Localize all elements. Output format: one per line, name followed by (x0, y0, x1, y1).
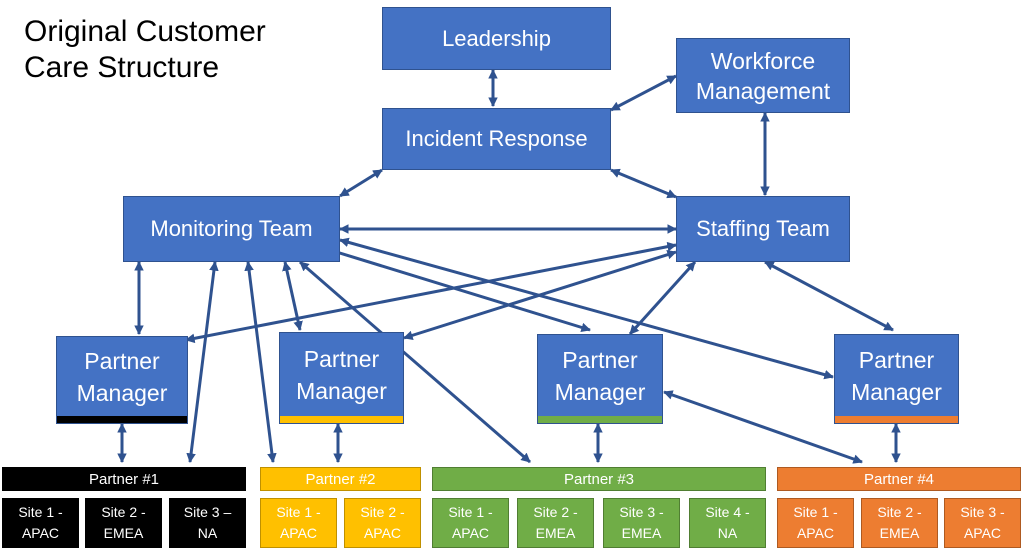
incident-response-box: Incident Response (382, 108, 611, 170)
arrow-monitoring-pm2 (282, 261, 303, 331)
site-line-1: Site 2 - (101, 504, 146, 520)
partner-3-site-2: Site 2 - EMEA (517, 498, 594, 548)
site-line-1: Site 3 – (183, 504, 232, 520)
site-line-2: EMEA (103, 525, 144, 541)
arrow-incident-monitoring (339, 168, 383, 198)
pm-1-line-1: Partner (84, 348, 160, 374)
partner-2-site-1: Site 1 - APAC (260, 498, 337, 548)
partner-2-bar: Partner #2 (260, 467, 421, 491)
partner-manager-4: Partner Manager (834, 334, 959, 424)
arrow-incident-workforce (610, 74, 677, 112)
site-line-2: APAC (451, 525, 490, 541)
site-line-1: Site 4 - (705, 504, 750, 520)
pm-2-color-stripe (280, 416, 403, 423)
site-line-2: APAC (963, 525, 1002, 541)
staffing-team-box: Staffing Team (676, 196, 850, 262)
partner-3-bar: Partner #3 (432, 467, 766, 491)
partner-4-bar: Partner #4 (777, 467, 1021, 491)
arrow-monitoring-site3-p1 (186, 261, 219, 463)
arrow-pm3-partner4 (663, 390, 863, 464)
site-line-2: NA (197, 525, 218, 541)
partner-1-site-3: Site 3 – NA (169, 498, 246, 548)
partner-1-site-2: Site 2 - EMEA (85, 498, 162, 548)
site-line-1: Site 3 - (960, 504, 1005, 520)
partner-4-site-3: Site 3 - APAC (944, 498, 1021, 548)
arrow-staffing-pm4 (764, 260, 894, 332)
diagram-title: Original Customer Care Structure (24, 14, 266, 86)
partner-4-site-2: Site 2 - EMEA (861, 498, 938, 548)
site-line-1: Site 2 - (877, 504, 922, 520)
site-line-2: APAC (279, 525, 318, 541)
partner-3-site-3: Site 3 - EMEA (603, 498, 680, 548)
partner-1-site-1: Site 1 - APAC (2, 498, 79, 548)
pm-3-line-2: Manager (554, 379, 646, 405)
pm-4-line-2: Manager (851, 379, 942, 405)
partner-manager-2: Partner Manager (279, 332, 404, 424)
monitoring-label: Monitoring Team (150, 216, 313, 241)
site-line-2: EMEA (621, 525, 662, 541)
site-line-2: APAC (796, 525, 835, 541)
workforce-label-line-2: Management (695, 77, 831, 104)
partner-1-label: Partner #1 (88, 470, 160, 488)
title-line-1: Original Customer (24, 15, 266, 48)
partner-2-label: Partner #2 (305, 470, 376, 488)
partner-4-label: Partner #4 (863, 470, 935, 488)
arrow-monitoring-partner2 (244, 261, 277, 463)
partner-3-site-4: Site 4 - NA (689, 498, 766, 548)
site-line-2: APAC (363, 525, 402, 541)
pm-4-color-stripe (835, 416, 958, 423)
partner-3-site-1: Site 1 - APAC (432, 498, 509, 548)
workforce-label-line-1: Workforce (710, 47, 816, 74)
pm-1-color-stripe (57, 416, 187, 423)
pm-3-color-stripe (538, 416, 662, 423)
partner-1-bar: Partner #1 (2, 467, 246, 491)
leadership-box: Leadership (382, 7, 611, 70)
pm-3-line-1: Partner (562, 347, 638, 373)
site-line-2: NA (717, 525, 738, 541)
partner-manager-3: Partner Manager (537, 334, 663, 424)
monitoring-team-box: Monitoring Team (123, 196, 340, 262)
partner-3-label: Partner #3 (563, 470, 635, 488)
pm-2-line-2: Manager (296, 378, 387, 404)
site-line-2: EMEA (535, 525, 576, 541)
partner-4-site-1: Site 1 - APAC (777, 498, 854, 548)
site-line-1: Site 1 - (18, 504, 63, 520)
site-line-1: Site 3 - (619, 504, 664, 520)
staffing-label: Staffing Team (696, 216, 830, 241)
workforce-management-box: Workforce Management (676, 38, 850, 113)
site-line-1: Site 2 - (360, 504, 405, 520)
pm-1-line-2: Manager (76, 380, 168, 406)
arrow-incident-staffing (610, 168, 677, 199)
incident-label: Incident Response (405, 126, 588, 151)
site-line-1: Site 1 - (448, 504, 493, 520)
pm-2-line-1: Partner (303, 346, 380, 372)
partner-2-site-2: Site 2 - APAC (344, 498, 421, 548)
site-line-2: EMEA (879, 525, 920, 541)
partner-manager-1: Partner Manager (56, 336, 188, 424)
site-line-1: Site 1 - (793, 504, 838, 520)
leadership-label: Leadership (442, 25, 551, 51)
arrow-monitoring-pm4 (339, 237, 834, 380)
title-line-2: Care Structure (24, 51, 220, 84)
site-line-1: Site 2 - (533, 504, 578, 520)
site-line-1: Site 1 - (276, 504, 321, 520)
pm-4-line-1: Partner (858, 347, 935, 373)
site-line-2: APAC (21, 525, 60, 541)
